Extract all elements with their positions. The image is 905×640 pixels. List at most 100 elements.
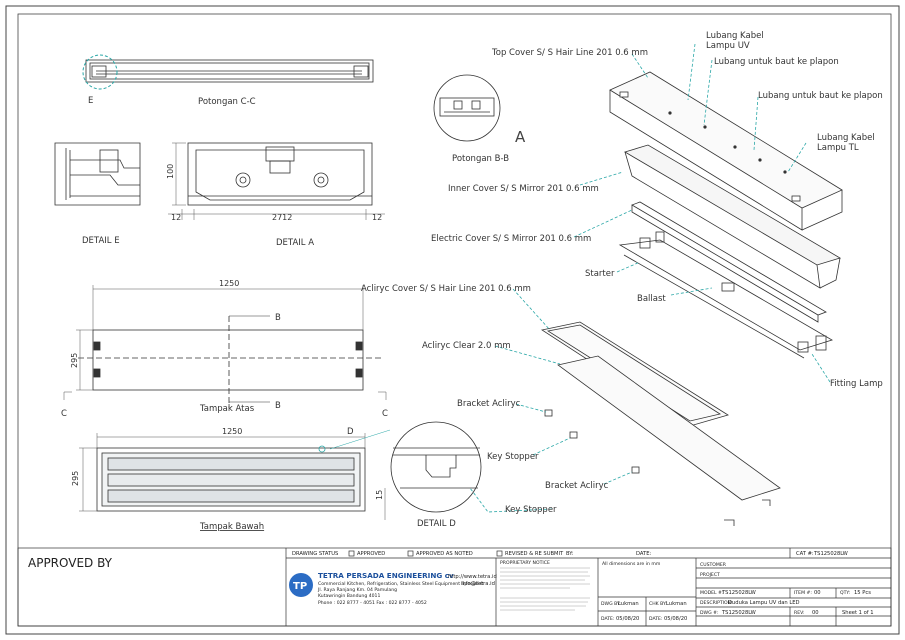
address-1: Jl. Raya Ranjang Km. 04 Pamulang bbox=[317, 587, 397, 593]
item-value: 00 bbox=[814, 590, 821, 596]
label-potongan-cc: Potongan C-C bbox=[198, 97, 256, 107]
company-email[interactable]: info@tetra.id bbox=[461, 581, 495, 587]
mark-d: D bbox=[347, 427, 354, 437]
dwg-by-label: DWG BY: bbox=[601, 601, 621, 607]
dimension-lines-detail-a bbox=[168, 142, 385, 220]
callout-bracket-2: Bracket Acliryc bbox=[545, 481, 609, 491]
mark-b-bottom: B bbox=[275, 401, 281, 411]
callout-key-stopper-1: Key Stopper bbox=[487, 452, 539, 462]
callout-electric-cover: Electric Cover S/ S Mirror 201 0.6 mm bbox=[431, 234, 591, 244]
dim-295-bottom: 295 bbox=[71, 471, 80, 486]
dwg-by-value: Lukman bbox=[618, 601, 639, 607]
svg-text:TP: TP bbox=[293, 581, 307, 592]
address-2: Kutawringin Bandung 4011 bbox=[318, 593, 380, 599]
dwg-no-label: DWG #: bbox=[700, 610, 719, 616]
label-tampak-atas: Tampak Atas bbox=[199, 404, 255, 414]
customer-label: CUSTOMER bbox=[700, 562, 727, 568]
callout-acrylic-cover: Acliryc Cover S/ S Hair Line 201 0.6 mm bbox=[361, 284, 531, 294]
detail-e-circle bbox=[82, 54, 118, 90]
label-tampak-bawah: Tampak Bawah bbox=[199, 522, 264, 532]
dim-1250-top: 1250 bbox=[219, 279, 239, 288]
detail-a-view bbox=[187, 142, 373, 206]
dim-12-left: 12 bbox=[171, 213, 181, 222]
title-block bbox=[17, 547, 892, 627]
phone: Phone : 022 8777 - 4051 Fax : 022 8777 -… bbox=[318, 600, 427, 606]
company-logo: TP bbox=[289, 573, 313, 597]
dim-1250-bottom: 1250 bbox=[222, 427, 242, 436]
qty-value: 15 Pcs bbox=[854, 590, 871, 596]
callout-top-cover: Top Cover S/ S Hair Line 201 0.6 mm bbox=[491, 48, 648, 58]
cat-value: TS125028LW bbox=[813, 551, 848, 557]
description-value: Duduka Lampu UV dan LED bbox=[728, 600, 800, 606]
item-label: ITEM #: bbox=[794, 590, 812, 596]
section-cc-view bbox=[85, 59, 374, 83]
date-value-2: 05/08/20 bbox=[664, 616, 687, 622]
rev-label: REV: bbox=[794, 610, 805, 616]
model-value: TS125028LW bbox=[721, 590, 756, 596]
company-name: TETRA PERSADA ENGINEERING cv bbox=[318, 571, 454, 580]
sheet-number: Sheet 1 of 1 bbox=[842, 610, 874, 616]
dim-15: 15 bbox=[375, 490, 384, 500]
mark-e: E bbox=[88, 96, 93, 106]
callout-key-stopper-2: Key Stopper bbox=[505, 505, 557, 515]
callout-starter: Starter bbox=[585, 269, 615, 279]
mark-c-left: C bbox=[61, 409, 67, 419]
status-approved-as-noted: APPROVED AS NOTED bbox=[416, 551, 473, 557]
outer-border bbox=[5, 5, 900, 635]
date-value-1: 05/08/20 bbox=[616, 616, 639, 622]
date-label-2: DATE: bbox=[649, 616, 663, 622]
bottom-view bbox=[96, 445, 366, 512]
label-detail-d: DETAIL D bbox=[417, 519, 456, 529]
project-label: PROJECT bbox=[700, 572, 720, 578]
label-potongan-bb: Potongan B-B bbox=[452, 154, 509, 164]
inner-border bbox=[17, 13, 892, 627]
model-label: MODEL #: bbox=[700, 590, 724, 596]
chk-by-value: Lukman bbox=[666, 601, 687, 607]
date-label-1: DATE: bbox=[601, 616, 615, 622]
callout-acrylic-clear: Acliryc Clear 2.0 mm bbox=[422, 341, 511, 351]
top-view bbox=[78, 316, 382, 408]
detail-e-view bbox=[54, 142, 141, 206]
label-detail-a: DETAIL A bbox=[276, 238, 314, 248]
qty-label: QTY: bbox=[840, 590, 851, 596]
company-web[interactable]: http://www.tetra.id bbox=[448, 574, 497, 580]
all-dims-note: All dimensions are in mm bbox=[602, 561, 661, 567]
callout-ballast: Ballast bbox=[637, 294, 666, 304]
dim-295-top: 295 bbox=[70, 353, 79, 368]
status-revised: REVISED & RE SUBMIT bbox=[505, 551, 564, 557]
detail-d-view bbox=[393, 447, 480, 489]
dwg-no-value: TS125028LW bbox=[721, 610, 756, 616]
section-bb-circle bbox=[433, 74, 501, 142]
status-date: DATE: bbox=[636, 551, 651, 557]
mark-b-top: B bbox=[275, 313, 281, 323]
dimension-lines-bottom-view bbox=[79, 429, 391, 520]
company-sub: Commercial Kitchen, Refrigeration, Stain… bbox=[318, 581, 484, 587]
callout-lubang-baut-1: Lubang untuk baut ke plapon bbox=[714, 57, 839, 67]
status-approved: APPROVED bbox=[357, 551, 385, 557]
label-detail-e: DETAIL E bbox=[82, 236, 120, 246]
dimension-lines-top-view bbox=[63, 285, 387, 403]
dim-12-right: 12 bbox=[372, 213, 382, 222]
callout-fitting-lamp: Fitting Lamp bbox=[830, 379, 883, 389]
chk-by-label: CHK BY: bbox=[649, 601, 667, 607]
callout-bracket-1: Bracket Acliryc bbox=[457, 399, 521, 409]
detail-d-circle bbox=[390, 421, 482, 513]
status-by: BY: bbox=[566, 551, 574, 557]
mark-a: A bbox=[515, 128, 526, 146]
approved-by-label: APPROVED BY bbox=[28, 556, 113, 570]
callout-inner-cover: Inner Cover S/ S Mirror 201 0.6 mm bbox=[448, 184, 599, 194]
mark-c-right: C bbox=[382, 409, 388, 419]
section-bb-view bbox=[439, 97, 495, 117]
exploded-assembly bbox=[540, 71, 843, 526]
proprietary-text-lines bbox=[500, 567, 590, 611]
cat-label: CAT #: bbox=[796, 551, 814, 557]
callout-lubang-baut-2: Lubang untuk baut ke plapon bbox=[758, 91, 883, 101]
description-label: DESCRIPTION: bbox=[700, 600, 733, 606]
drawing-status-label: DRAWING STATUS bbox=[292, 551, 338, 557]
rev-value: 00 bbox=[812, 610, 819, 616]
dim-2712: 2712 bbox=[272, 213, 292, 222]
proprietary-label: PROPRIETARY NOTICE bbox=[500, 560, 550, 566]
